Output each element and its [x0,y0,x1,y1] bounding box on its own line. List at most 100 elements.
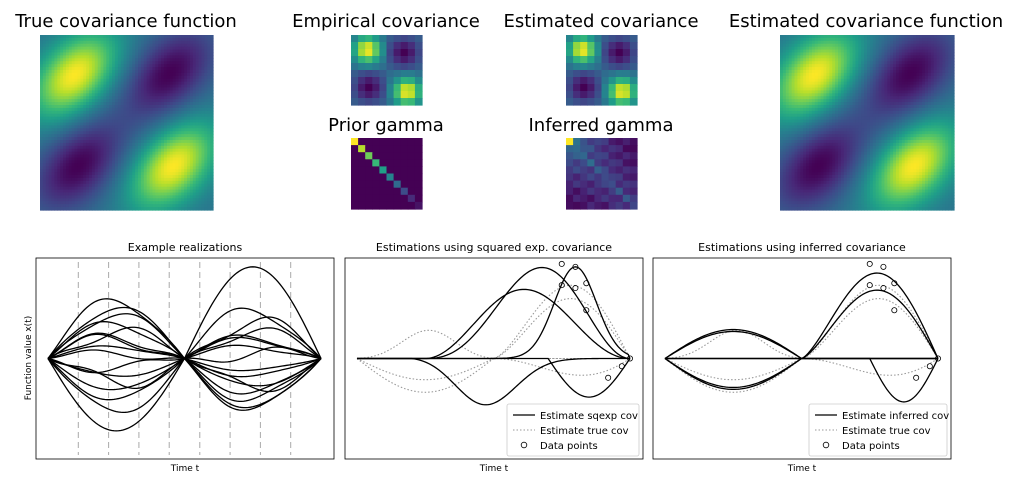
heatmap-cell [65,93,70,97]
heatmap-cell [71,183,76,188]
heatmap-cell [163,160,168,164]
heatmap-cell [210,142,214,147]
heatmap-cell [89,172,93,176]
heatmap-cell [132,93,136,97]
heatmap-cell [155,35,159,39]
heatmap-cell [129,90,133,94]
heatmap-cell [57,175,61,179]
heatmap-cell [791,75,796,80]
heatmap-cell [907,35,912,39]
heatmap-cell [158,137,162,141]
heatmap-cell [152,154,156,159]
heatmap-cell [823,40,827,45]
heatmap-cell [57,172,61,176]
heatmap-cell [143,169,148,173]
heatmap-cell [74,140,79,144]
heatmap-cell [887,40,891,45]
heatmap-cell [823,46,827,51]
heatmap-cell [109,183,113,188]
heatmap-cell [794,70,798,74]
heatmap-cell [126,154,130,159]
heatmap-cell [878,64,883,68]
heatmap-cell [129,78,133,83]
heatmap-cell [143,140,148,144]
heatmap-cell [63,128,67,132]
heatmap-cell [189,67,194,71]
heatmap-cell [94,64,99,68]
heatmap-cell [163,102,168,106]
heatmap-cell [875,40,880,45]
heatmap-cell [794,40,798,45]
heatmap-cell [86,105,90,109]
heatmap-cell [893,52,897,57]
heatmap-cell [166,84,171,89]
heatmap-cell [100,192,105,197]
heatmap-cell [198,177,203,182]
heatmap-cell [71,87,76,92]
heatmap-cell [893,84,897,89]
heatmap-cell [135,131,139,135]
heatmap-cell [40,102,44,106]
heatmap-cell [785,35,790,39]
heatmap-cell [195,84,200,89]
heatmap-cell [806,70,810,74]
heatmap-cell [77,160,81,164]
heatmap-cell [143,35,148,39]
heatmap-cell [178,102,182,106]
heatmap-cell [40,160,44,164]
heatmap-cell [379,70,388,78]
heatmap-cell [201,137,205,141]
heatmap-cell [129,160,133,164]
heatmap-cell [71,52,76,57]
heatmap-cell [57,64,61,68]
heatmap-cell [100,64,105,68]
heatmap-cell [189,163,194,167]
heatmap-cell [42,151,47,156]
heatmap-cell [89,119,93,124]
heatmap-cell [149,207,154,211]
heatmap-cell [140,78,145,83]
heatmap-cell [103,81,107,86]
heatmap-cell [161,90,165,94]
heatmap-cell [169,137,174,141]
heatmap-cell [91,102,96,106]
heatmap-cell [158,90,162,94]
heatmap-cell [849,43,854,48]
heatmap-cell [601,77,610,85]
heatmap-cell [97,37,102,42]
heatmap-cell [45,107,50,112]
heatmap-cell [884,35,888,39]
heatmap-cell [65,192,70,197]
heatmap-cell [907,43,912,48]
heatmap-cell [161,175,165,179]
heatmap-cell [201,148,205,153]
heatmap-cell [40,105,44,109]
heatmap-cell [57,145,61,150]
heatmap-cell [89,43,93,48]
heatmap-cell [878,81,883,86]
heatmap-cell [63,192,67,197]
heatmap-cell [54,52,58,57]
heatmap-cell [138,172,142,176]
heatmap-cell [181,148,185,153]
heatmap-cell [855,67,859,71]
heatmap-cell [629,70,638,78]
heatmap-cell [161,134,165,138]
heatmap-cell [184,186,188,191]
heatmap-cell [922,35,926,39]
heatmap-cell [608,35,617,43]
heatmap-cell [201,140,205,144]
heatmap-cell [86,72,90,77]
heatmap-cell [97,154,102,159]
heatmap-cell [163,166,168,170]
heatmap-cell [187,105,191,109]
heatmap-cell [57,43,61,48]
heatmap-cell [893,75,897,80]
heatmap-cell [83,175,87,179]
heatmap-cell [166,145,171,150]
heatmap-cell [103,157,107,162]
heatmap-cell [922,75,926,80]
heatmap-cell [135,201,139,205]
heatmap-cell [852,81,856,86]
